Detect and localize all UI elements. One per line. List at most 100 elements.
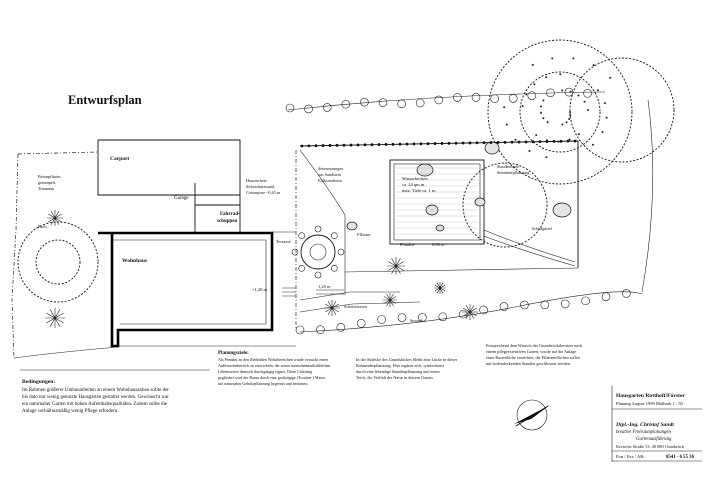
wall-bead (307, 144, 311, 148)
garden-wall-south (344, 267, 579, 273)
terrace-chair (291, 248, 299, 256)
canopy-dot (568, 118, 571, 120)
wall-bead (510, 140, 514, 144)
shrub-mark (378, 98, 388, 107)
shrub-mark (546, 88, 555, 98)
canopy-dot (535, 134, 538, 137)
shrub-mark (285, 103, 295, 113)
shrub-star-icon (324, 300, 340, 316)
canopy-dot (572, 57, 575, 60)
pond-label-line: max. Tiefe ca. 1 m (402, 188, 436, 193)
wall-bead (377, 143, 381, 146)
wall-bead (335, 143, 339, 147)
rock (484, 141, 500, 155)
buildings (97, 139, 274, 348)
shrub-mark (356, 319, 366, 328)
shrub-mark (322, 103, 332, 112)
shrub-star-icon (387, 257, 405, 275)
brook (483, 229, 576, 267)
goals-line: Außenwohnbereich zu entwickeln, der sein… (218, 363, 330, 369)
stone-setting-line: Kalksandstein (318, 178, 343, 183)
level-house-label: +1,20 m (252, 287, 268, 293)
goals-line: Lebensweise dennoch durchgängig eignet. … (218, 369, 312, 374)
canopy-dot (565, 121, 568, 124)
maintenance-line: einer Rasenfläche verzichtet, die Pflanz… (486, 355, 581, 361)
tree-west (17, 221, 99, 303)
wall-bead (489, 141, 493, 144)
shrub-mark (520, 300, 529, 310)
rocks (346, 141, 572, 232)
canopy-dot (545, 139, 548, 142)
screen-wall-label: Hausrücken- Sichtschutzwand, Cottonpose … (246, 178, 281, 196)
wall-bead (475, 141, 479, 145)
wall-bead (349, 143, 353, 147)
paving-note-label: Betonpflaster, gerumpelt, Traumtau (38, 174, 63, 191)
wall-bead (426, 142, 430, 146)
shrub-mark (336, 323, 346, 332)
shrub-label: Strauch (410, 318, 424, 323)
wall-bead (461, 141, 465, 145)
canopy-dot (531, 63, 534, 66)
wall-bead (538, 140, 542, 144)
canopy-dot (521, 105, 524, 107)
wall-bead (559, 139, 563, 143)
reed-label: Schilfgürtel (532, 226, 553, 231)
shrub-mark (490, 94, 499, 103)
bike-shed-label: Fahrrad- schuppen (217, 212, 241, 224)
wall-bead (496, 141, 500, 144)
south-corner-text: In der Südecke des Grundstückes bleibt e… (356, 357, 458, 381)
title-block: Hausgarten Rotthoff/Förster Planung Augu… (611, 386, 702, 462)
shrub-mark (622, 289, 631, 298)
shrub-star-icon (45, 308, 65, 328)
canopy-dot (592, 64, 595, 67)
shrub-mark (397, 99, 406, 109)
paving-note-line: Betonpflaster, (38, 174, 61, 180)
canopy-dot (533, 83, 536, 86)
screen-wall-line: Hausrücken- (246, 178, 268, 183)
north-arrow-icon (514, 399, 550, 431)
pond-label: Wasserbecken ca. 24 qm m max. Tiefe ca. … (402, 176, 436, 193)
shrub-mark (341, 99, 351, 109)
pond-label-line: Wasserbecken (402, 176, 428, 181)
terrace-seating (300, 234, 336, 270)
canopy-dot (583, 100, 586, 103)
property-line-west (11, 153, 19, 359)
bike-shed-label-line: Fahrrad- (220, 212, 240, 217)
canopy-dot (557, 140, 560, 143)
canopy-dot (503, 106, 506, 109)
rock (346, 221, 358, 231)
terrace-chair (337, 248, 345, 256)
wall-bead (384, 143, 388, 146)
shrub-mark (418, 313, 427, 322)
terrace-chair (314, 225, 322, 233)
north-arrow-head (514, 405, 550, 424)
garage-label: Garage (174, 196, 189, 201)
rock (416, 163, 434, 177)
canopy-dot (605, 116, 608, 119)
property-line-south-west (13, 346, 119, 359)
house-inner-wall (112, 239, 267, 325)
wall-bead (454, 141, 458, 145)
shrub-mark (438, 312, 448, 322)
wall-bead (391, 142, 395, 146)
shrub-star-icon (383, 293, 397, 307)
wall-bead (440, 142, 444, 145)
south-corner-line: Rahmenbepflanzung. Hier ergänzt sich, sy… (356, 363, 445, 369)
shrub-mark (527, 91, 537, 101)
wall-bead (566, 139, 570, 143)
phone-number: 0541 - 6 55 36 (666, 455, 695, 460)
maintenance-line: Entsprechend dem Wunsch der Grundstücksb… (486, 343, 583, 348)
terrace-chair (298, 232, 306, 239)
shrub-star-icon (462, 304, 478, 320)
terrace-chair (298, 264, 306, 272)
canopy-dot (569, 90, 572, 93)
pond-label-line: ca. 24 qm m (402, 182, 425, 187)
property-lines (11, 91, 654, 359)
designer-tagline: kreative Freiraumplanungen (616, 430, 672, 435)
shrub-mark (360, 97, 369, 107)
gravel-lawn-label: Schotterrasen (344, 304, 368, 309)
terrace-table-inner (309, 243, 327, 261)
conditions-text: Im Rahmen größerer Umbauarbeiten an eine… (22, 388, 170, 414)
perennials-label: Staudenbeete Steinbeetpflanzung (497, 164, 530, 175)
